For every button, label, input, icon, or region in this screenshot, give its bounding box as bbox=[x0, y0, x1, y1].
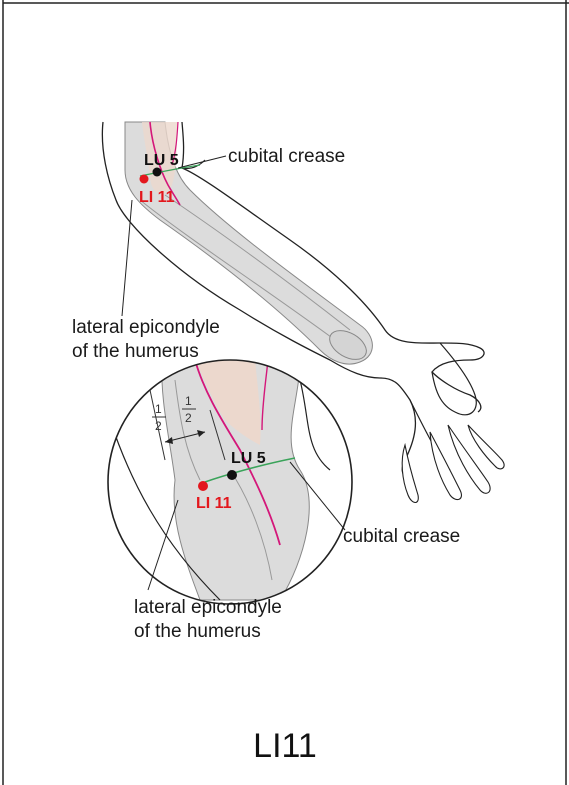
epicondyle-label-zoom-line1: lateral epicondyle bbox=[134, 597, 282, 618]
epicondyle-label-upper-line1: lateral epicondyle bbox=[72, 317, 220, 338]
epicondyle-label-upper-line2: of the humerus bbox=[72, 341, 199, 362]
fraction-right-denominator: 2 bbox=[185, 411, 192, 425]
li11-point-zoom bbox=[198, 481, 208, 491]
li11-label-upper: LI 11 bbox=[139, 189, 175, 206]
epicondyle-label-zoom-line2: of the humerus bbox=[134, 621, 261, 642]
zoom-detail: 1 2 1 2 LU 5 LI 11 bbox=[100, 355, 360, 615]
fraction-right-numerator: 1 bbox=[185, 394, 192, 408]
cubital-crease-label-zoom: cubital crease bbox=[343, 526, 460, 547]
lu5-label-zoom: LU 5 bbox=[231, 450, 266, 467]
cubital-crease-label-upper: cubital crease bbox=[228, 146, 345, 167]
fraction-left-denominator: 2 bbox=[155, 419, 162, 433]
lu5-point-zoom bbox=[227, 470, 237, 480]
li11-label-zoom: LI 11 bbox=[196, 495, 232, 512]
fraction-left-numerator: 1 bbox=[155, 402, 162, 416]
li11-point-upper bbox=[140, 175, 149, 184]
cubital-crease-leader-upper bbox=[178, 156, 226, 168]
figure-title: LI11 bbox=[253, 727, 317, 765]
lu5-label-upper: LU 5 bbox=[144, 152, 179, 169]
